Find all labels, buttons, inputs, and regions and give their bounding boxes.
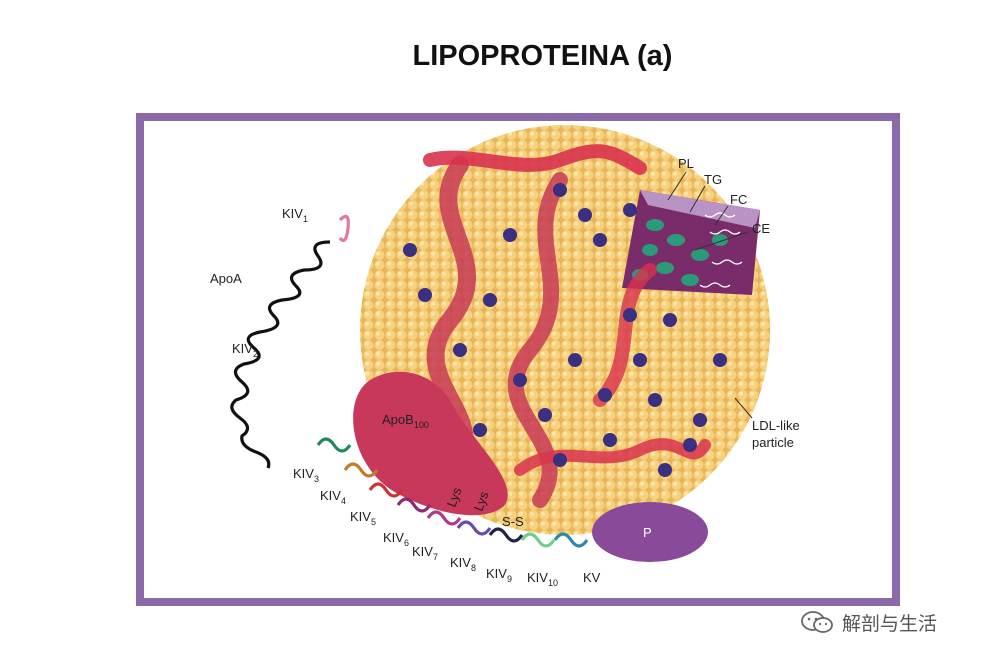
leader-lines <box>667 171 753 419</box>
wechat-icon <box>801 611 833 633</box>
surface-proteins <box>403 183 727 477</box>
protease-domain <box>592 502 708 562</box>
kiv9-label: KIV9 <box>486 566 512 584</box>
lys-label-2: Lys <box>471 489 492 513</box>
watermark: 解剖与生活 <box>800 608 937 636</box>
apob100-label: ApoB100 <box>382 412 429 430</box>
watermark-text: 解剖与生活 <box>842 612 938 635</box>
lys-label-1: Lys <box>444 485 465 509</box>
kiv2-label: KIV2 <box>232 341 258 359</box>
kiv10-label: KIV10 <box>527 570 558 588</box>
fc-label: FC <box>730 192 747 207</box>
p-label: P <box>643 525 652 540</box>
kiv7-label: KIV7 <box>412 544 438 562</box>
page-title: LIPOPROTEINA (a) <box>412 40 673 72</box>
ce-label: CE <box>752 221 770 236</box>
kiv3-label: KIV3 <box>293 466 319 484</box>
pl-label: PL <box>678 156 694 171</box>
kv-label: KV <box>583 570 601 585</box>
apoa-label: ApoA <box>210 271 242 286</box>
kiv6-label: KIV6 <box>383 530 409 548</box>
tg-label: TG <box>704 172 722 187</box>
kiv4-label: KIV4 <box>320 488 346 506</box>
ldl-label-line2: particle <box>752 435 794 450</box>
kiv1-label: KIV1 <box>282 206 308 224</box>
ldl-label-line1: LDL-like <box>752 418 800 433</box>
apoa-chain <box>230 214 589 548</box>
ss-bond-label: S-S <box>502 514 524 529</box>
apob100-blob <box>353 371 508 516</box>
kiv8-label: KIV8 <box>450 555 476 573</box>
kiv5-label: KIV5 <box>350 509 376 527</box>
